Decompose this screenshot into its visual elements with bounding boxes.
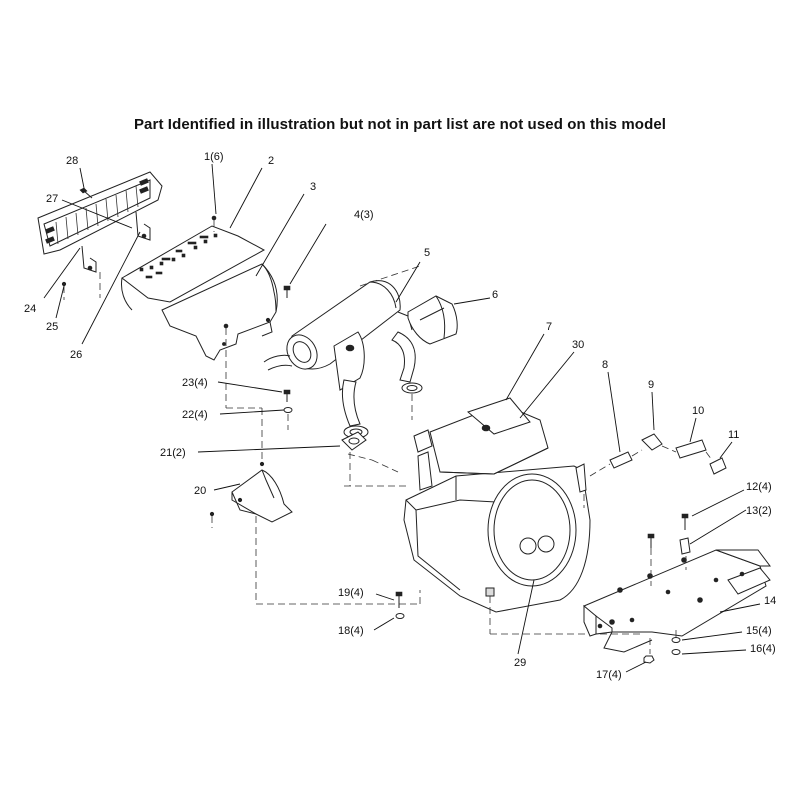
callout-30: 30 (572, 339, 584, 351)
callout-27: 27 (46, 193, 58, 205)
engine-mounting-plate-part (583, 549, 771, 653)
callout-1: 1(6) (204, 151, 224, 163)
gasket-part (341, 431, 408, 487)
callout-8: 8 (602, 359, 608, 371)
callout-17: 17(4) (596, 669, 622, 681)
oil-drain-fittings-parts (589, 433, 727, 477)
callout-6: 6 (492, 289, 498, 301)
mounting-bracket-part (209, 461, 421, 605)
callout-28: 28 (66, 155, 78, 167)
screw-part-4 (283, 285, 291, 298)
callout-4: 4(3) (354, 209, 374, 221)
callout-23: 23(4) (182, 377, 208, 389)
callout-19: 19(4) (338, 587, 364, 599)
callout-15: 15(4) (746, 625, 772, 637)
heat-shield-plate-part (121, 215, 266, 311)
callout-21: 21(2) (160, 447, 186, 459)
screw-washer-parts-22-23 (283, 389, 293, 430)
callout-labels: 1(6) 2 3 4(3) 5 6 7 8 9 10 11 12(4) 13(2… (24, 151, 776, 681)
muffler-cover-part (407, 295, 458, 345)
screw-washer-parts-18-19 (395, 591, 405, 619)
engine-part (403, 397, 640, 635)
diagram-note: Part Identified in illustration but not … (133, 116, 667, 133)
mounting-hardware-parts (643, 513, 691, 664)
callout-16: 16(4) (750, 643, 776, 655)
callout-29: 29 (514, 657, 526, 669)
muffler-guard-part (161, 263, 278, 460)
callout-13: 13(2) (746, 505, 772, 517)
callout-18: 18(4) (338, 625, 364, 637)
callout-3: 3 (310, 181, 316, 193)
callout-24: 24 (24, 303, 36, 315)
callout-7: 7 (546, 321, 552, 333)
muffler-part (263, 265, 423, 439)
callout-25: 25 (46, 321, 58, 333)
callout-26: 26 (70, 349, 82, 361)
callout-22: 22(4) (182, 409, 208, 421)
callout-12: 12(4) (746, 481, 772, 493)
callout-10: 10 (692, 405, 704, 417)
grille-screen-part (37, 171, 163, 300)
callout-5: 5 (424, 247, 430, 259)
callout-14: 14 (764, 595, 776, 607)
leader-lines (43, 163, 761, 673)
callout-11: 11 (728, 429, 739, 441)
callout-2: 2 (268, 155, 274, 167)
callout-20: 20 (194, 485, 206, 497)
callout-9: 9 (648, 379, 654, 391)
